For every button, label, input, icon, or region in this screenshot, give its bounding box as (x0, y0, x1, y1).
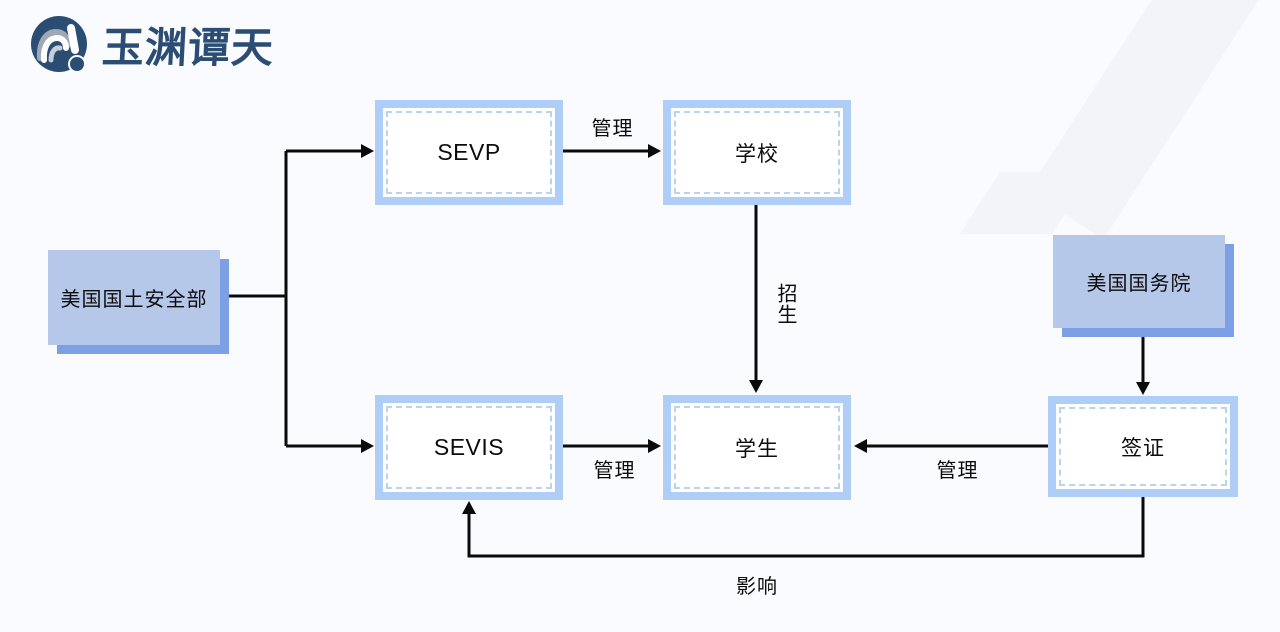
edge-label-enroll-school-student: 招生 (774, 283, 796, 325)
edge-label-manage-sevis-student: 管理 (593, 460, 636, 482)
logo-text: 玉渊谭天 (100, 22, 276, 72)
node-state-department-label: 美国国务院 (1086, 273, 1192, 295)
edge-school-student (749, 205, 763, 393)
node-sevis: SEVIS (375, 395, 563, 500)
node-homeland-security: 美国国土安全部 (48, 250, 220, 345)
edge-sevis-student (563, 439, 661, 453)
edge-label-influence-visa-sevis: 影响 (736, 576, 778, 598)
edge-sevp-school (563, 144, 661, 158)
node-sevp-label: SEVP (437, 139, 501, 165)
node-visa: 签证 (1048, 396, 1238, 497)
edge-dhs-branch (220, 144, 374, 453)
brand-logo: 玉渊谭天 (30, 14, 276, 81)
edge-visa-student (854, 439, 1048, 453)
edge-label-manage-sevp-school: 管理 (591, 118, 634, 140)
node-state-department: 美国国务院 (1053, 235, 1225, 328)
logo-wave-icon (30, 14, 90, 81)
node-sevp: SEVP (375, 100, 563, 205)
node-sevis-label: SEVIS (433, 434, 505, 460)
node-school-label: 学校 (735, 142, 779, 166)
edge-label-manage-visa-student: 管理 (936, 460, 979, 482)
node-student: 学生 (663, 395, 851, 500)
node-visa-label: 签证 (1121, 436, 1165, 460)
edge-state-visa (1136, 337, 1150, 395)
node-school: 学校 (663, 100, 851, 205)
node-student-label: 学生 (735, 437, 779, 461)
edge-visa-sevis-feedback (462, 497, 1145, 558)
node-homeland-security-label: 美国国土安全部 (60, 289, 208, 311)
